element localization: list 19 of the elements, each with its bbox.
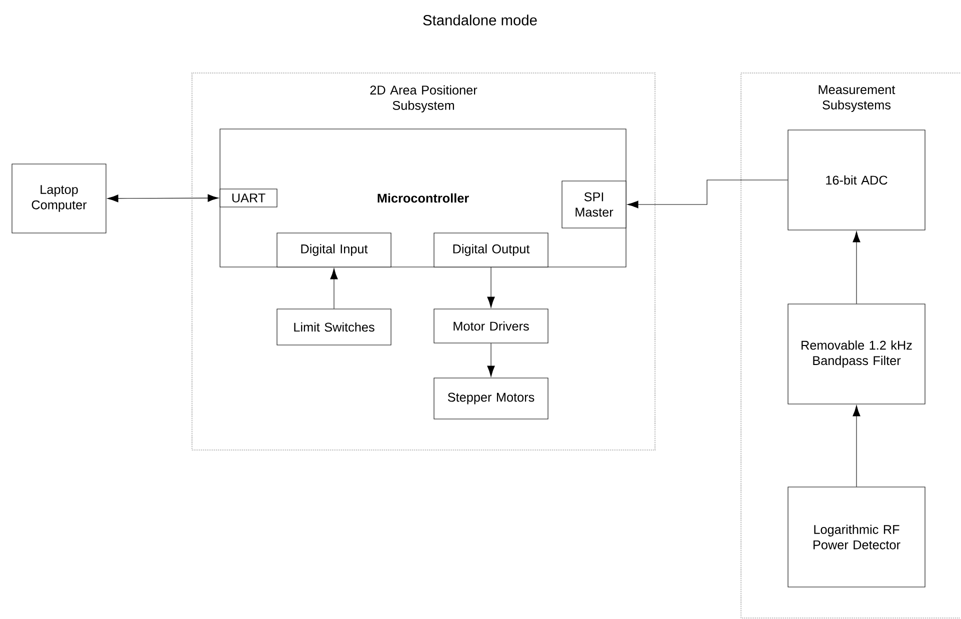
arrow xyxy=(487,267,495,308)
arrow xyxy=(852,231,860,304)
arrow xyxy=(627,180,788,208)
block-box: Removable 1.2 kHz Bandpass Filter xyxy=(788,304,926,404)
block-box: Digital Output xyxy=(434,232,548,268)
block-box: UART xyxy=(220,188,278,208)
block-box: Motor Drivers xyxy=(434,308,548,344)
arrow xyxy=(852,405,860,487)
block-box: Digital Input xyxy=(276,232,392,268)
arrow xyxy=(107,194,219,202)
diagram-title: Standalone mode xyxy=(423,14,537,26)
block-box: 16-bit ADC xyxy=(788,130,926,230)
block-box: Stepper Motors xyxy=(434,378,548,420)
block-box: Laptop Computer xyxy=(12,164,106,234)
arrow xyxy=(330,268,338,309)
arrow xyxy=(487,343,495,377)
block-box: SPI Master xyxy=(562,180,626,228)
block-box: Limit Switches xyxy=(276,308,392,346)
block-box: Logarithmic RF Power Detector xyxy=(788,486,926,588)
